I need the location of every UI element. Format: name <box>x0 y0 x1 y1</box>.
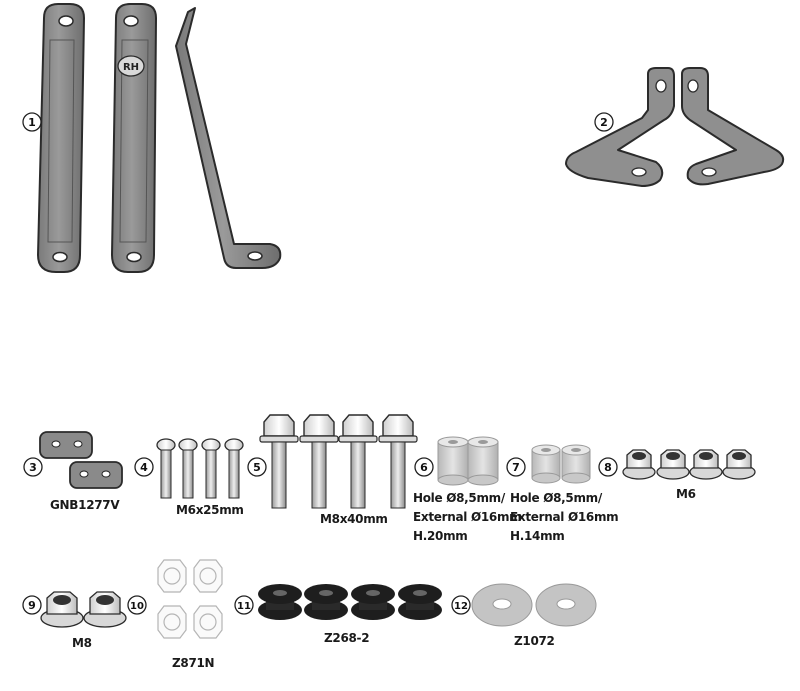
svg-text:9: 9 <box>28 599 36 612</box>
callout-3: 3 <box>23 457 43 477</box>
m6-nut <box>689 449 723 480</box>
spacer-h14 <box>531 444 561 484</box>
spacer-h14 <box>561 444 591 484</box>
svg-text:3: 3 <box>29 461 37 474</box>
label-m6x25mm: M6x25mm <box>176 503 244 517</box>
label-m6: M6 <box>676 487 696 501</box>
m8x40-bolt <box>299 414 339 509</box>
z871n-nut <box>157 559 187 593</box>
spacers-h14 <box>531 444 591 484</box>
callout-5: 5 <box>247 457 267 477</box>
callout-7: 7 <box>506 457 526 477</box>
z871n-nut <box>193 605 223 639</box>
svg-text:7: 7 <box>512 461 520 474</box>
m6x25-bolt <box>201 438 221 499</box>
m6x25-bolt <box>156 438 176 499</box>
bracket-bar-left <box>36 3 86 273</box>
label-z871n: Z871N <box>172 656 215 670</box>
rh-marking: RH <box>123 62 139 73</box>
svg-text:6: 6 <box>420 461 428 474</box>
callout-10: 10 <box>127 595 147 615</box>
m8x40-bolts <box>259 414 418 509</box>
bracket-bar-right-rh: RH <box>110 3 158 273</box>
z268-2-grommet <box>351 584 395 620</box>
m6x25-bolts <box>156 438 244 499</box>
label-m8x40mm: M8x40mm <box>320 512 388 526</box>
m8-nut <box>83 591 127 628</box>
m6-nut <box>722 449 756 480</box>
svg-text:11: 11 <box>237 601 251 612</box>
label-spacer-h20-line1: Hole Ø8,5mm/ <box>413 491 505 505</box>
svg-text:8: 8 <box>604 461 612 474</box>
m6-nuts <box>622 449 756 480</box>
z1072-washers <box>471 583 597 627</box>
label-z268-2: Z268-2 <box>324 631 370 645</box>
mounting-plate-right <box>681 67 785 186</box>
label-spacer-h14-line2: External Ø16mm <box>510 510 619 524</box>
spacers-h20 <box>437 436 499 486</box>
spacer-h20 <box>467 436 499 486</box>
callout-8: 8 <box>598 457 618 477</box>
label-spacer-h14-line1: Hole Ø8,5mm/ <box>510 491 602 505</box>
m6x25-bolt <box>178 438 198 499</box>
callout-1: 1 <box>22 112 42 132</box>
m6-nut <box>656 449 690 480</box>
svg-text:10: 10 <box>130 601 144 612</box>
label-spacer-h20-line3: H.20mm <box>413 529 468 543</box>
callout-12: 12 <box>451 595 471 615</box>
z871n-nut <box>157 605 187 639</box>
label-spacer-h20: Hole Ø8,5mm/ External Ø16mm H.20mm <box>413 491 522 544</box>
m6x25-bolt <box>224 438 244 499</box>
z1072-washer <box>535 583 597 627</box>
m8x40-bolt <box>378 414 418 509</box>
label-m8: M8 <box>72 636 92 650</box>
callout-2: 2 <box>594 112 614 132</box>
label-z1072: Z1072 <box>514 634 555 648</box>
callout-9: 9 <box>22 595 42 615</box>
m8x40-bolt <box>259 414 299 509</box>
mounting-plate-left <box>565 67 675 187</box>
svg-text:2: 2 <box>600 116 608 129</box>
z268-2-grommet <box>304 584 348 620</box>
spacer-h20 <box>437 436 469 486</box>
svg-text:12: 12 <box>454 601 468 612</box>
callout-4: 4 <box>134 457 154 477</box>
svg-text:4: 4 <box>140 461 148 474</box>
m8-nuts <box>40 591 127 628</box>
z871n-nut <box>193 559 223 593</box>
callout-6: 6 <box>414 457 434 477</box>
gnb1277v-clip <box>39 431 123 489</box>
label-spacer-h14-line3: H.14mm <box>510 529 565 543</box>
m8-nut <box>40 591 84 628</box>
z268-2-grommet <box>258 584 302 620</box>
callout-11: 11 <box>234 595 254 615</box>
bent-bracket <box>175 7 282 269</box>
z268-2-grommets <box>258 584 442 620</box>
svg-text:1: 1 <box>28 116 36 129</box>
z871n-nuts <box>157 559 223 639</box>
m6-nut <box>622 449 656 480</box>
label-spacer-h14: Hole Ø8,5mm/ External Ø16mm H.14mm <box>510 491 619 544</box>
label-spacer-h20-line2: External Ø16mm <box>413 510 522 524</box>
z1072-washer <box>471 583 533 627</box>
z268-2-grommet <box>398 584 442 620</box>
m8x40-bolt <box>338 414 378 509</box>
label-gnb1277v: GNB1277V <box>50 498 120 512</box>
svg-text:5: 5 <box>253 461 261 474</box>
